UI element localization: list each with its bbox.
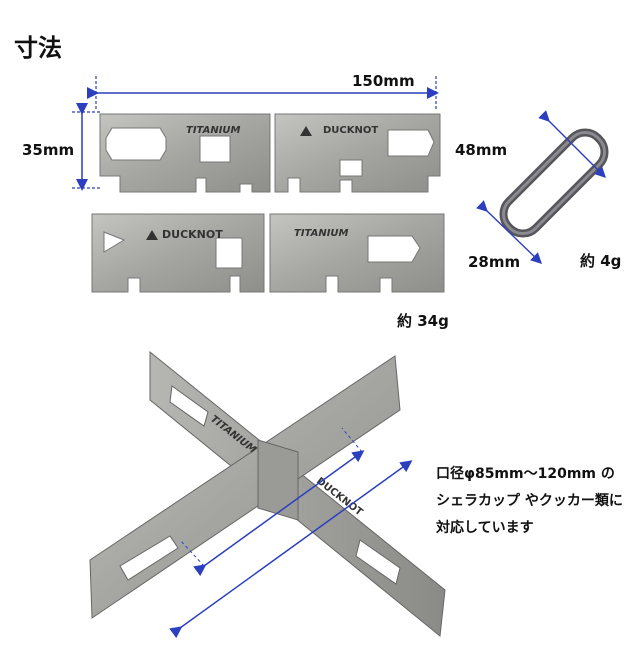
page-title: 寸法 xyxy=(14,34,62,62)
assembled-stand: TITANIUM DUCKNOT xyxy=(89,350,446,639)
plate-pair-top: TITANIUM DUCKNOT xyxy=(99,113,441,193)
height-dimension-arrow xyxy=(72,103,100,191)
plate-label-titanium: TITANIUM xyxy=(186,125,241,136)
max-diameter-arrow xyxy=(169,460,413,639)
plate-label-titanium-2: TITANIUM xyxy=(294,228,349,239)
plate-label-ducknot: DUCKNOT xyxy=(323,125,378,136)
ducknot-logo-icon-2 xyxy=(146,230,158,240)
plates-weight-label: 約 34g xyxy=(397,312,449,330)
width-dimension-arrow xyxy=(87,76,439,110)
description-line-3: 対応しています xyxy=(436,520,534,536)
height-label: 35mm xyxy=(22,141,75,159)
carabiner-width-arrow xyxy=(476,200,543,264)
description-line-2: シェラカップ やクッカー類に xyxy=(436,493,623,509)
carabiner-width-label: 28mm xyxy=(468,253,521,271)
description-line-1: 口径φ85mm〜120mm の xyxy=(436,466,615,482)
carabiner-length-label: 48mm xyxy=(455,141,508,159)
compatibility-description: 口径φ85mm〜120mm の シェラカップ やクッカー類に 対応しています xyxy=(436,461,640,542)
carabiner xyxy=(476,110,609,264)
carabiner-weight-label: 約 4g xyxy=(580,252,622,270)
carabiner-length-arrow xyxy=(538,110,606,178)
plate-pair-bottom: DUCKNOT TITANIUM xyxy=(91,213,445,293)
plate-label-ducknot-2: DUCKNOT xyxy=(162,228,223,241)
ducknot-logo-icon xyxy=(300,126,312,136)
width-label: 150mm xyxy=(352,72,415,90)
